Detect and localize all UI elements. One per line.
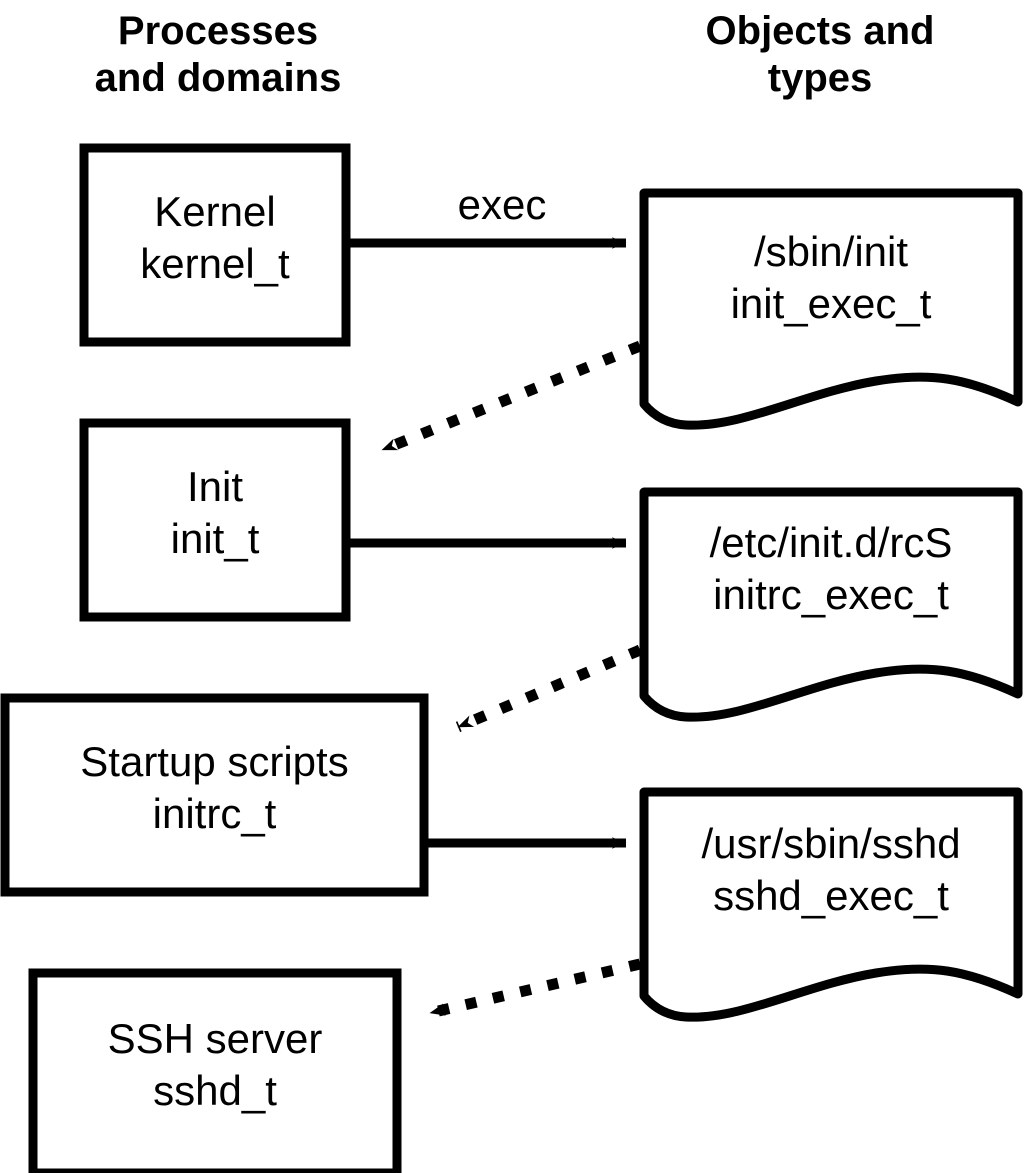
edge-sshd-exec-to-sshd: [428, 958, 642, 1019]
process-label-sshd: SSH server sshd_t: [107, 1015, 323, 1114]
process-label-kernel: Kernel kernel_t: [140, 188, 290, 287]
process-box-sshd[interactable]: [28, 968, 402, 1173]
column-header-processes: Processes and domains: [94, 9, 342, 100]
edge-initrc-exec-to-initrc: [455, 644, 643, 733]
column-header-objects: Objects and types: [705, 9, 935, 100]
process-box-initrc[interactable]: [0, 693, 429, 897]
process-label-initrc: Startup scripts initrc_t: [80, 738, 349, 837]
object-doc-init-exec[interactable]: [639, 188, 1023, 430]
process-label-init: Init init_t: [170, 463, 260, 562]
object-doc-sshd-exec[interactable]: [639, 787, 1023, 1022]
object-doc-initrc-exec[interactable]: [639, 487, 1023, 722]
edge-init-exec-to-init: [379, 340, 643, 456]
object-label-sshd-exec: /usr/sbin/sshd sshd_exec_t: [701, 820, 961, 919]
edge-label-exec: exec: [457, 181, 547, 228]
object-label-initrc-exec: /etc/init.d/rcS initrc_exec_t: [709, 519, 953, 618]
object-label-init-exec: /sbin/init init_exec_t: [730, 228, 932, 327]
process-box-init[interactable]: [79, 418, 351, 622]
